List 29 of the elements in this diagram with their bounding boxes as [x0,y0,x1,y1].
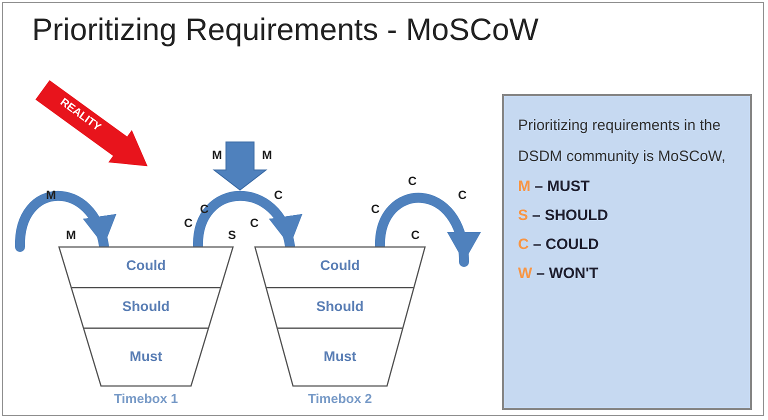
priority-item: C – COULD [518,235,600,255]
priority-letter: M [212,148,222,162]
priority-item: S – SHOULD [518,206,610,226]
funnel-layer-text: Must [116,348,176,364]
priority-letter: M [66,228,76,242]
priority-letter: C [250,216,259,230]
curved-arrow [15,190,114,252]
timebox-label: Timebox 1 [112,391,180,406]
info-panel [502,94,752,410]
funnel-layer-text: Must [310,348,370,364]
priority-letter: C [458,188,467,202]
funnel-layer-text: Could [116,257,176,274]
priority-letter: C [184,216,193,230]
priority-letter: M [46,188,56,202]
funnel-layer-text: Could [310,257,370,274]
curved-arrow [375,192,478,267]
description-text: Prioritizing requirements in the DSDM community is MoSCoW, [518,116,727,167]
priority-letter: C [408,174,417,188]
timebox-label: Timebox 2 [306,391,374,406]
priority-item: W – WON'T [518,264,600,284]
priority-letter: C [411,228,420,242]
priority-letter: M [262,148,272,162]
priority-item: M – MUST [518,177,591,197]
priority-letter: C [274,188,283,202]
priority-letter: C [371,202,380,216]
priority-letter: S [228,228,236,242]
funnel-layer-text: Should [116,298,176,314]
slide-title: Prioritizing Requirements - MoSCoW [32,12,538,48]
funnel-layer-text: Should [310,298,370,314]
